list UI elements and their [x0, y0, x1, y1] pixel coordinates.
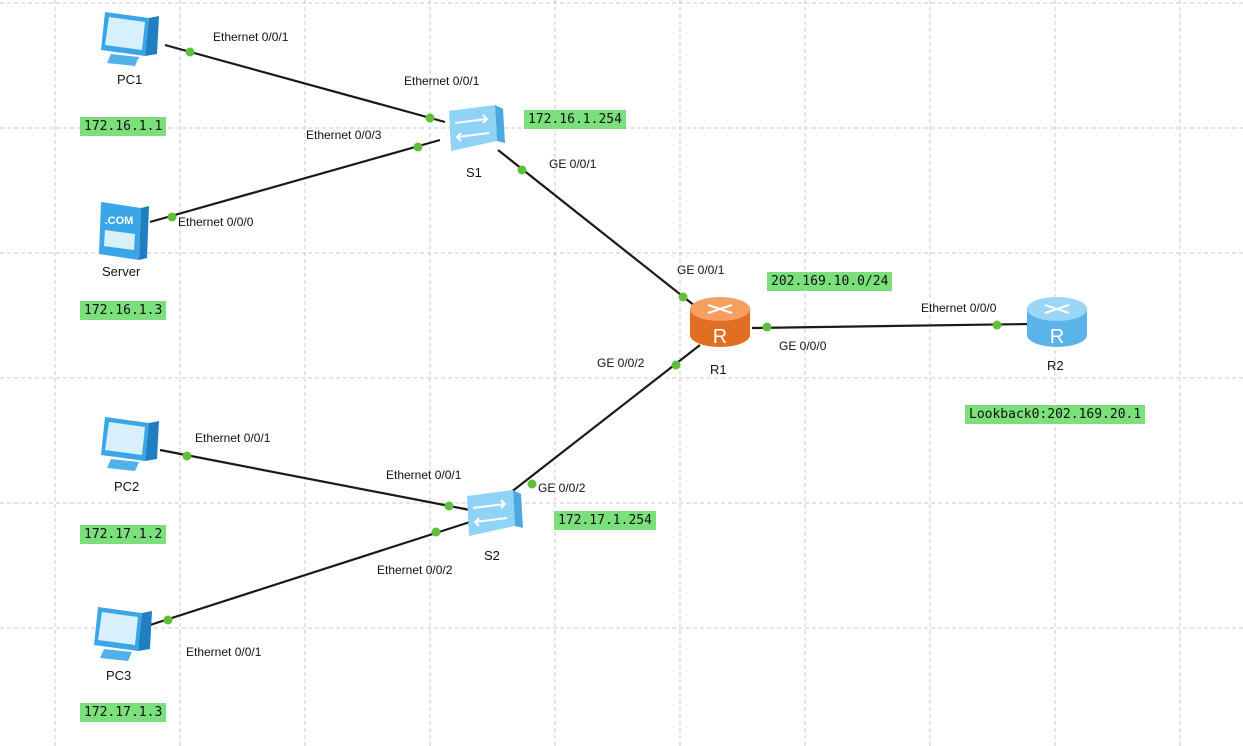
s2-ip-label: 172.17.1.254: [554, 511, 656, 530]
r2-router-icon[interactable]: R: [1027, 297, 1087, 348]
port-dot-r2: [992, 320, 1002, 330]
s1-eth3-port-label: Ethernet 0/0/3: [306, 128, 382, 142]
pc3-icon[interactable]: [94, 607, 152, 661]
port-dots: [163, 47, 1002, 625]
s2-name: S2: [484, 548, 500, 563]
r2-icon-text: R: [1050, 326, 1064, 348]
s2-ge-port-label: GE 0/0/2: [538, 481, 586, 495]
r2-loopback-label: Lookback0:202.169.20.1: [965, 405, 1146, 424]
port-dot-pc3: [163, 615, 173, 625]
server-port-label: Ethernet 0/0/0: [178, 215, 254, 229]
r2-name: R2: [1047, 358, 1064, 373]
port-dot-s2-ge: [527, 479, 537, 489]
port-dot-s1-eth1: [425, 113, 435, 123]
links: [149, 43, 1031, 627]
port-dot-s1-eth3: [413, 142, 423, 152]
port-dot-r1-ge1: [678, 292, 688, 302]
pc3-port-label: Ethernet 0/0/1: [186, 645, 262, 659]
link-pc2-s2: [159, 448, 471, 512]
s1-ip-label: 172.16.1.254: [524, 110, 626, 129]
port-dot-s2-eth2: [431, 527, 441, 537]
r1-ge0-port-label: GE 0/0/0: [779, 339, 827, 353]
pc1-name: PC1: [117, 72, 143, 87]
port-dot-server: [167, 212, 177, 222]
r1-name: R1: [710, 362, 727, 377]
pc1-icon[interactable]: [101, 12, 159, 66]
pc2-name: PC2: [114, 479, 140, 494]
r1-ge1-port-label: GE 0/0/1: [677, 263, 725, 277]
port-dot-s2-eth1: [444, 501, 454, 511]
r1-router-icon[interactable]: R: [690, 297, 750, 348]
server-icon-text: .COM: [105, 215, 134, 227]
pc2-icon[interactable]: [101, 417, 159, 471]
port-dot-pc1: [185, 47, 195, 57]
s1-name: S1: [466, 165, 482, 180]
pc3-ip-label: 172.17.1.3: [80, 703, 167, 722]
s2-eth1-port-label: Ethernet 0/0/1: [386, 468, 462, 482]
s2-switch-icon[interactable]: [467, 490, 523, 536]
r1-network-label: 202.169.10.0/24: [767, 272, 893, 291]
server-icon[interactable]: .COM: [99, 202, 149, 260]
s1-ge-port-label: GE 0/0/1: [549, 157, 597, 171]
r2-port-label: Ethernet 0/0/0: [921, 301, 997, 315]
pc1-port-label: Ethernet 0/0/1: [213, 30, 289, 44]
pc3-name: PC3: [106, 668, 132, 683]
port-dot-r1-ge0: [762, 322, 772, 332]
port-dot-r1-ge2: [671, 360, 681, 370]
r1-icon-text: R: [713, 326, 727, 348]
server-ip-label: 172.16.1.3: [80, 301, 167, 320]
r1-ge2-port-label: GE 0/0/2: [597, 356, 645, 370]
port-dot-pc2: [182, 451, 192, 461]
link-r1-r2: [751, 322, 1031, 330]
link-pc1-s1: [164, 43, 446, 124]
s2-eth2-port-label: Ethernet 0/0/2: [377, 563, 453, 577]
pc1-ip-label: 172.16.1.1: [80, 117, 167, 136]
link-server-s1: [149, 138, 441, 224]
port-dot-s1-ge: [517, 165, 527, 175]
link-pc3-s2: [149, 520, 471, 627]
server-name: Server: [102, 264, 141, 279]
pc2-ip-label: 172.17.1.2: [80, 525, 167, 544]
s1-switch-icon[interactable]: [449, 105, 505, 151]
pc2-port-label: Ethernet 0/0/1: [195, 431, 271, 445]
link-s1-r1: [497, 149, 701, 311]
link-r1-s2: [509, 344, 701, 494]
s1-eth1-port-label: Ethernet 0/0/1: [404, 74, 480, 88]
